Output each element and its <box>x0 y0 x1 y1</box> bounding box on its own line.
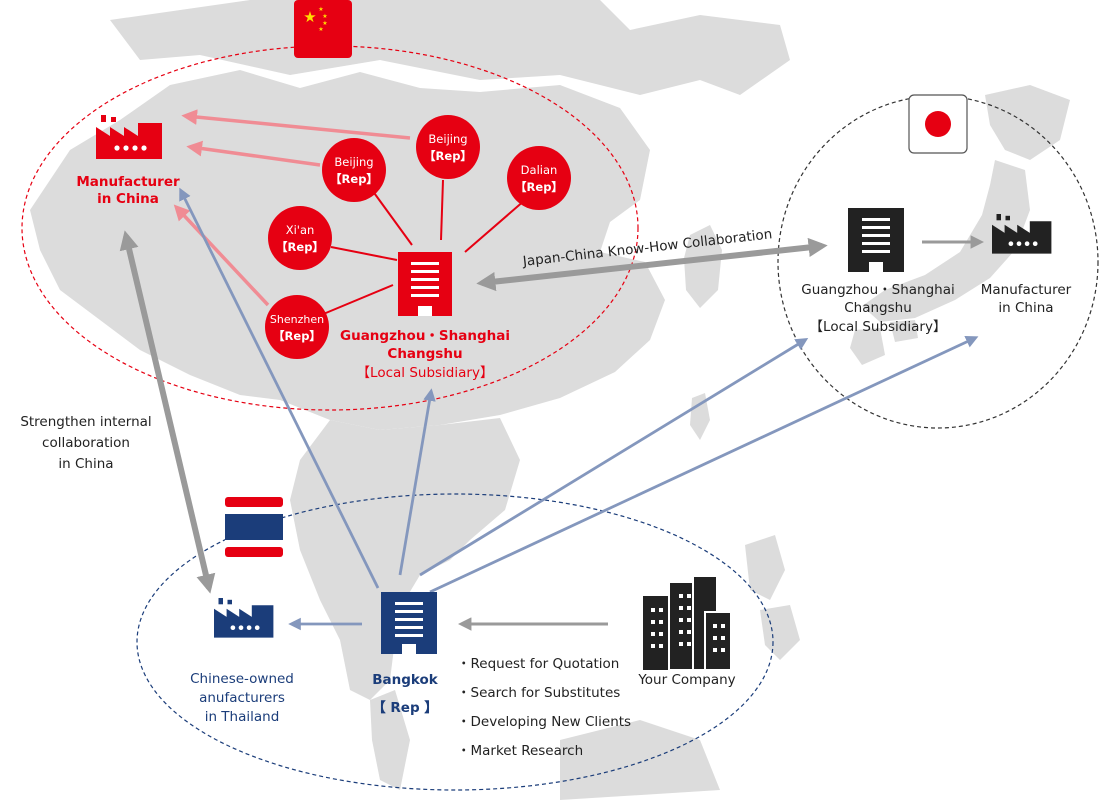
factory-icon <box>96 115 162 159</box>
factory-icon <box>992 214 1052 254</box>
strengthen-label-1: Strengthen internal <box>20 414 151 430</box>
rep-tag: 【Rep】 <box>330 172 378 186</box>
svg-text:★: ★ <box>322 20 327 27</box>
strengthen-label-2: collaboration <box>42 435 130 451</box>
china-manufacturer-label-2: in China <box>97 191 159 207</box>
rep-city: Shenzhen <box>270 313 324 326</box>
bangkok-label: Bangkok <box>372 672 439 688</box>
service-item: ・Search for Substitutes <box>457 685 620 701</box>
factory-icon <box>214 598 274 638</box>
office-building-icon <box>381 592 437 654</box>
red-connector-lines <box>320 179 526 316</box>
thai-manufacturers-label-3: in Thailand <box>205 709 280 725</box>
office-building-icon <box>848 208 904 272</box>
rep-city: Beijing <box>334 155 373 169</box>
office-building-icon <box>398 252 452 316</box>
rep-tag: 【Rep】 <box>424 149 472 163</box>
service-item: ・Request for Quotation <box>457 656 619 672</box>
china-flag-icon: ★ ★ ★ ★ ★ <box>294 0 352 58</box>
japan-subsidiary-label-2: Changshu <box>844 300 912 316</box>
svg-text:★: ★ <box>318 26 323 33</box>
company-buildings-icon <box>643 575 732 671</box>
japan-subsidiary-label-1: Guangzhou・Shanghai <box>801 282 954 298</box>
japan-flag-icon <box>908 94 968 154</box>
svg-text:★: ★ <box>318 6 323 13</box>
thai-manufacturers-label-1: Chinese-owned <box>190 671 294 687</box>
bangkok-rep-label: 【 Rep 】 <box>372 700 438 716</box>
thai-manufacturers-label-2: anufacturers <box>199 690 285 706</box>
china-region-ellipse <box>21 45 639 411</box>
svg-text:★: ★ <box>322 13 327 20</box>
japan-manufacturer-label-2: in China <box>998 300 1053 316</box>
pink-arrows <box>173 109 411 307</box>
china-subsidiary-label-2: Changshu <box>387 346 462 362</box>
rep-city: Dalian <box>521 163 558 177</box>
china-subsidiary-label-3: 【Local Subsidiary】 <box>357 365 494 381</box>
japan-manufacturer-label-1: Manufacturer <box>981 282 1072 298</box>
service-item: ・Developing New Clients <box>457 714 631 730</box>
china-manufacturer-label-1: Manufacturer <box>76 174 180 190</box>
rep-city: Beijing <box>428 132 467 146</box>
svg-text:★: ★ <box>303 8 316 26</box>
china-subsidiary-label-1: Guangzhou・Shanghai <box>340 328 510 344</box>
rep-circles <box>265 115 571 359</box>
service-item: ・Market Research <box>457 743 583 759</box>
gray-arrows <box>119 230 985 631</box>
your-company-label: Your Company <box>637 672 735 688</box>
rep-city: Xi'an <box>286 223 315 237</box>
thailand-region-ellipse <box>136 493 774 791</box>
rep-tag: 【Rep】 <box>515 180 563 194</box>
rep-tag: 【Rep】 <box>273 329 321 343</box>
rep-tag: 【Rep】 <box>276 240 324 254</box>
thailand-flag-icon <box>225 497 283 557</box>
strengthen-label-3: in China <box>58 456 113 472</box>
japan-subsidiary-label-3: 【Local Subsidiary】 <box>810 319 947 335</box>
